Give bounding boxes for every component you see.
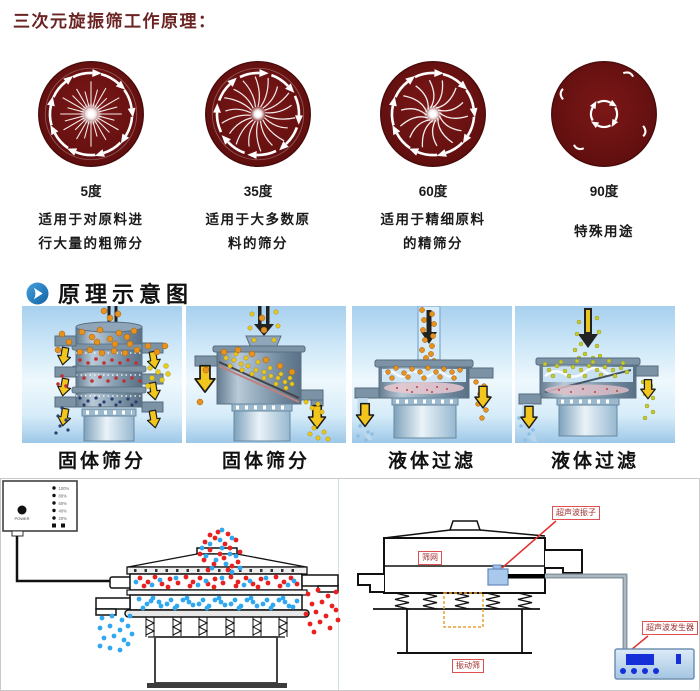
page-title: 三次元旋振筛工作原理：	[13, 12, 217, 31]
mode-label-3: 液体过滤	[387, 451, 476, 472]
angle-item-60deg: 60度 适用于精细原料的精筛分	[353, 58, 513, 256]
rotation-pattern-60deg-icon	[380, 61, 486, 167]
degree-label: 60度	[418, 184, 448, 199]
label-vibrating-sieve: 振动筛	[452, 659, 484, 673]
angle-item-35deg: 35度 适用于大多数原料的筛分	[178, 58, 338, 256]
degree-desc: 适用于对原料进行大量的粗筛分	[38, 212, 144, 251]
section-title: 原理示意图	[58, 282, 194, 307]
label-screen-mesh: 筛网	[418, 551, 442, 565]
control-panel: POWER 100% 80% 60% 40% 20%	[2, 480, 133, 589]
degree-desc: 适用于大多数原料的筛分	[205, 212, 311, 251]
level-label: 20%	[59, 516, 68, 521]
degree-label: 5度	[80, 184, 102, 199]
liquid-filtering-illustration-1	[352, 306, 512, 443]
coarse-particles	[137, 529, 341, 635]
degree-label: 35度	[243, 184, 273, 199]
angle-item-5deg: 5度 适用于对原料进行大量的粗筛分	[11, 58, 171, 256]
degree-desc: 特殊用途	[574, 224, 634, 239]
label-ultrasonic-vibrator: 超声波振子	[552, 506, 600, 520]
mode-label-2: 固体筛分	[221, 451, 310, 472]
degree-desc: 适用于精细原料的精筛分	[380, 212, 486, 251]
sieve-cross-section	[95, 547, 339, 688]
ultrasonic-sieve-diagram	[357, 520, 695, 680]
rotation-pattern-35deg-icon	[205, 61, 311, 167]
level-label: 40%	[59, 508, 68, 513]
solid-screening-illustration-1	[22, 306, 182, 443]
play-icon	[26, 282, 49, 304]
level-label: 100%	[59, 486, 70, 491]
section-header: 原理示意图	[26, 277, 193, 309]
fine-particles	[97, 527, 300, 653]
degree-label: 90度	[589, 184, 619, 199]
mode-label-4: 液体过滤	[550, 451, 639, 472]
liquid-filtering-illustration-2	[515, 306, 675, 443]
mode-label-1: 固体筛分	[57, 451, 146, 472]
label-ultrasonic-generator: 超声波发生器	[642, 621, 698, 635]
level-label: 60%	[59, 501, 68, 506]
angle-item-90deg: 90度 特殊用途	[524, 58, 684, 244]
knob-label: POWER	[14, 516, 29, 521]
solid-screening-illustration-2	[186, 306, 346, 443]
rotation-pattern-5deg-icon	[38, 61, 144, 167]
rotation-pattern-90deg-icon	[551, 61, 657, 167]
level-label: 80%	[59, 493, 68, 498]
